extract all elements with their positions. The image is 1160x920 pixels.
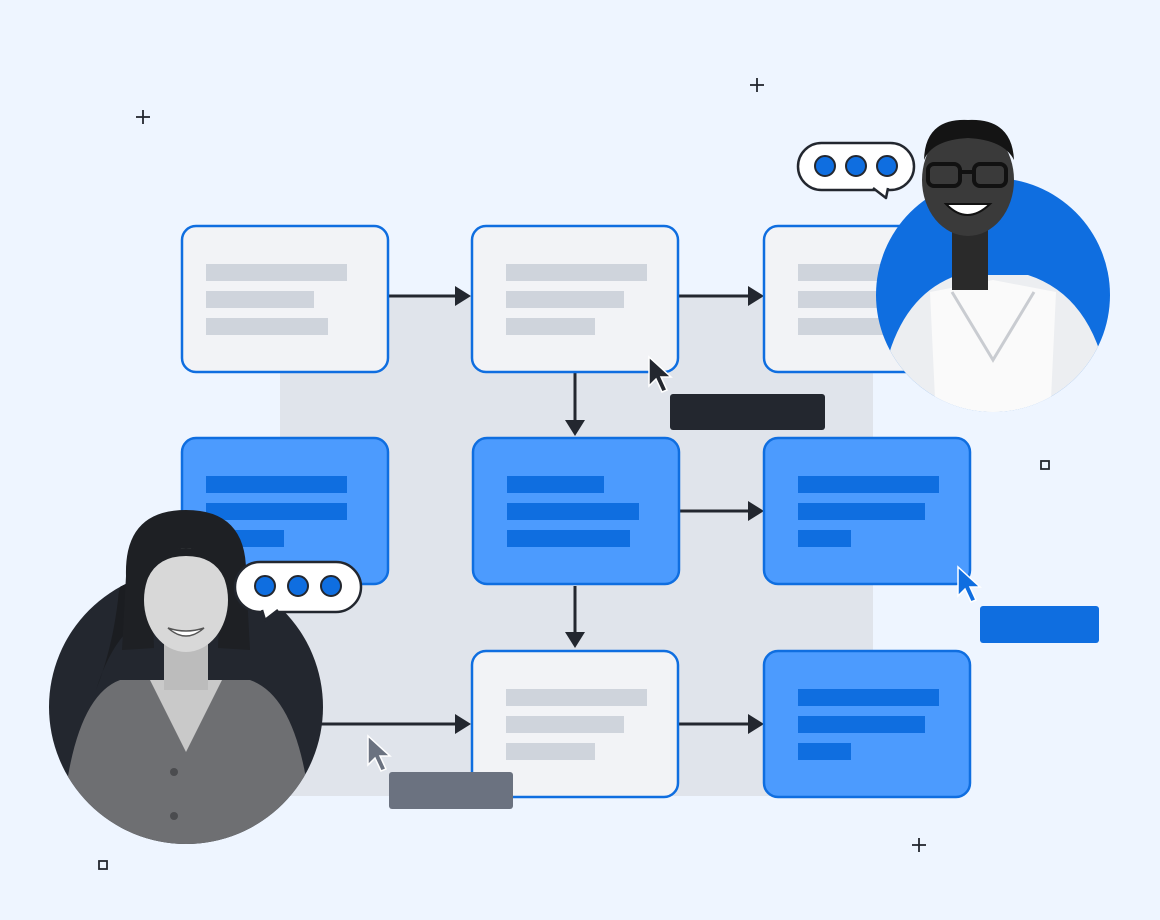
placeholder-line	[507, 530, 630, 547]
placeholder-line	[798, 716, 925, 733]
flow-card-r2c3[interactable]	[762, 436, 972, 586]
woman-face	[144, 548, 228, 652]
typing-dot	[287, 575, 309, 597]
flow-card-r2c2[interactable]	[471, 436, 681, 586]
man-head	[922, 124, 1014, 236]
typing-dot	[320, 575, 342, 597]
arrow-r1c1-r1c2	[389, 286, 471, 306]
man-avatar[interactable]	[876, 119, 1112, 420]
grey-cursor-name-tag	[389, 772, 513, 809]
dark-cursor-icon	[648, 355, 673, 393]
blue-cursor-icon	[957, 565, 982, 603]
arrow-r1c2-r2c2	[565, 373, 585, 436]
placeholder-line	[206, 291, 314, 308]
plus-icon	[750, 78, 764, 92]
typing-dot	[814, 155, 836, 177]
square-icon	[1040, 460, 1050, 470]
woman-typing-bubble	[233, 560, 363, 622]
arrow-r2c2-r3c2	[565, 586, 585, 648]
placeholder-line	[798, 689, 939, 706]
dark-cursor-name-tag	[670, 394, 825, 430]
arrow-r1c2-r1c3	[679, 286, 764, 306]
man-neck	[952, 228, 988, 290]
typing-dot	[876, 155, 898, 177]
arrow-r2c2-r2c3	[680, 501, 764, 521]
man-hair	[924, 119, 1014, 160]
flow-card-r3c3[interactable]	[762, 649, 972, 799]
placeholder-line	[206, 476, 347, 493]
grey-cursor-icon	[367, 734, 392, 772]
square-icon	[98, 860, 108, 870]
woman-avatar[interactable]	[49, 510, 323, 860]
typing-dot	[254, 575, 276, 597]
placeholder-line	[206, 264, 347, 281]
blue-cursor-name-tag	[980, 606, 1099, 643]
man-smile	[943, 203, 993, 216]
placeholder-line	[506, 291, 624, 308]
grey-cursor-group	[367, 734, 513, 809]
button-dots	[170, 768, 178, 820]
glasses-icon	[926, 162, 1008, 188]
plus-icon	[136, 110, 150, 124]
placeholder-line	[798, 318, 887, 335]
woman-smile	[167, 627, 205, 637]
placeholder-line	[798, 503, 925, 520]
placeholder-line	[206, 503, 347, 520]
placeholder-line	[506, 318, 595, 335]
placeholder-line	[507, 476, 604, 493]
placeholder-line	[506, 264, 647, 281]
woman-neckline	[150, 680, 222, 752]
flow-card-r1c2[interactable]	[470, 224, 680, 374]
arrow-woman-r3c2	[320, 714, 471, 734]
flow-card-r3c2[interactable]	[470, 649, 680, 799]
dark-cursor-group	[648, 355, 825, 430]
placeholder-line	[798, 476, 939, 493]
man-tshirt	[930, 280, 1056, 412]
placeholder-line	[798, 743, 851, 760]
placeholder-line	[206, 318, 328, 335]
woman-top	[60, 680, 314, 844]
flow-arrows	[320, 286, 764, 734]
blue-cursor-group	[957, 565, 1099, 643]
flow-card-r1c1[interactable]	[180, 224, 390, 374]
arrow-r3c2-r3c3	[679, 714, 764, 734]
placeholder-line	[506, 716, 624, 733]
man-typing-bubble	[796, 141, 916, 200]
placeholder-line	[798, 530, 851, 547]
placeholder-line	[506, 743, 595, 760]
plus-icon	[912, 838, 926, 852]
typing-dot	[845, 155, 867, 177]
placeholder-line	[507, 503, 639, 520]
placeholder-line	[506, 689, 647, 706]
